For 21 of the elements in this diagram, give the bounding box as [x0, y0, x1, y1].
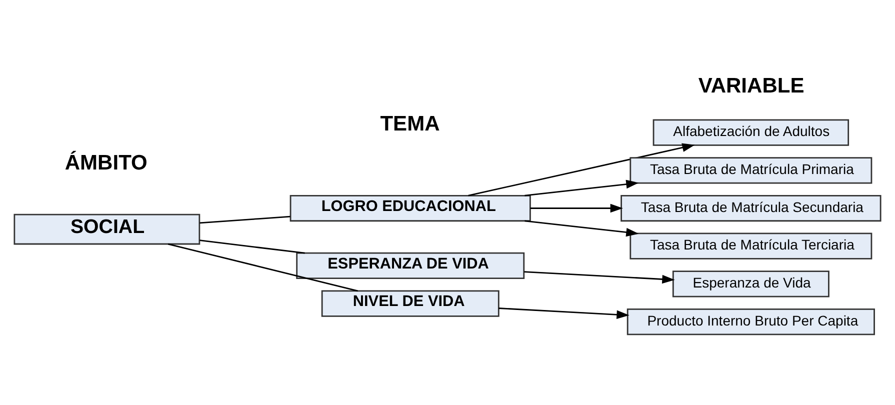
node-box: LOGRO EDUCACIONAL: [290, 194, 531, 222]
arrow: [498, 307, 630, 319]
arrow: [524, 270, 675, 284]
node-box: Esperanza de Vida: [672, 270, 830, 297]
label: ÁMBITO: [64, 151, 148, 174]
label: TEMA: [380, 112, 440, 135]
connector: [200, 239, 305, 254]
node-box: ESPERANZA DE VIDA: [296, 252, 525, 279]
arrow: [524, 179, 639, 196]
node-box: Tasa Bruta de Matrícula Primaria: [630, 156, 872, 184]
arrow: [468, 142, 695, 196]
node-box: Producto Interno Bruto Per Capita: [626, 308, 875, 335]
arrow: [524, 220, 639, 236]
arrow: [530, 203, 623, 212]
node-box: NIVEL DE VIDA: [321, 290, 500, 316]
node-box: Tasa Bruta de Matrícula Secundaria: [620, 194, 882, 222]
node-box: Alfabetización de Adultos: [652, 118, 850, 146]
connector: [200, 215, 290, 224]
label: VARIABLE: [698, 74, 804, 98]
node-box: Tasa Bruta de Matrícula Terciaria: [630, 232, 872, 259]
node-box: SOCIAL: [14, 213, 200, 244]
